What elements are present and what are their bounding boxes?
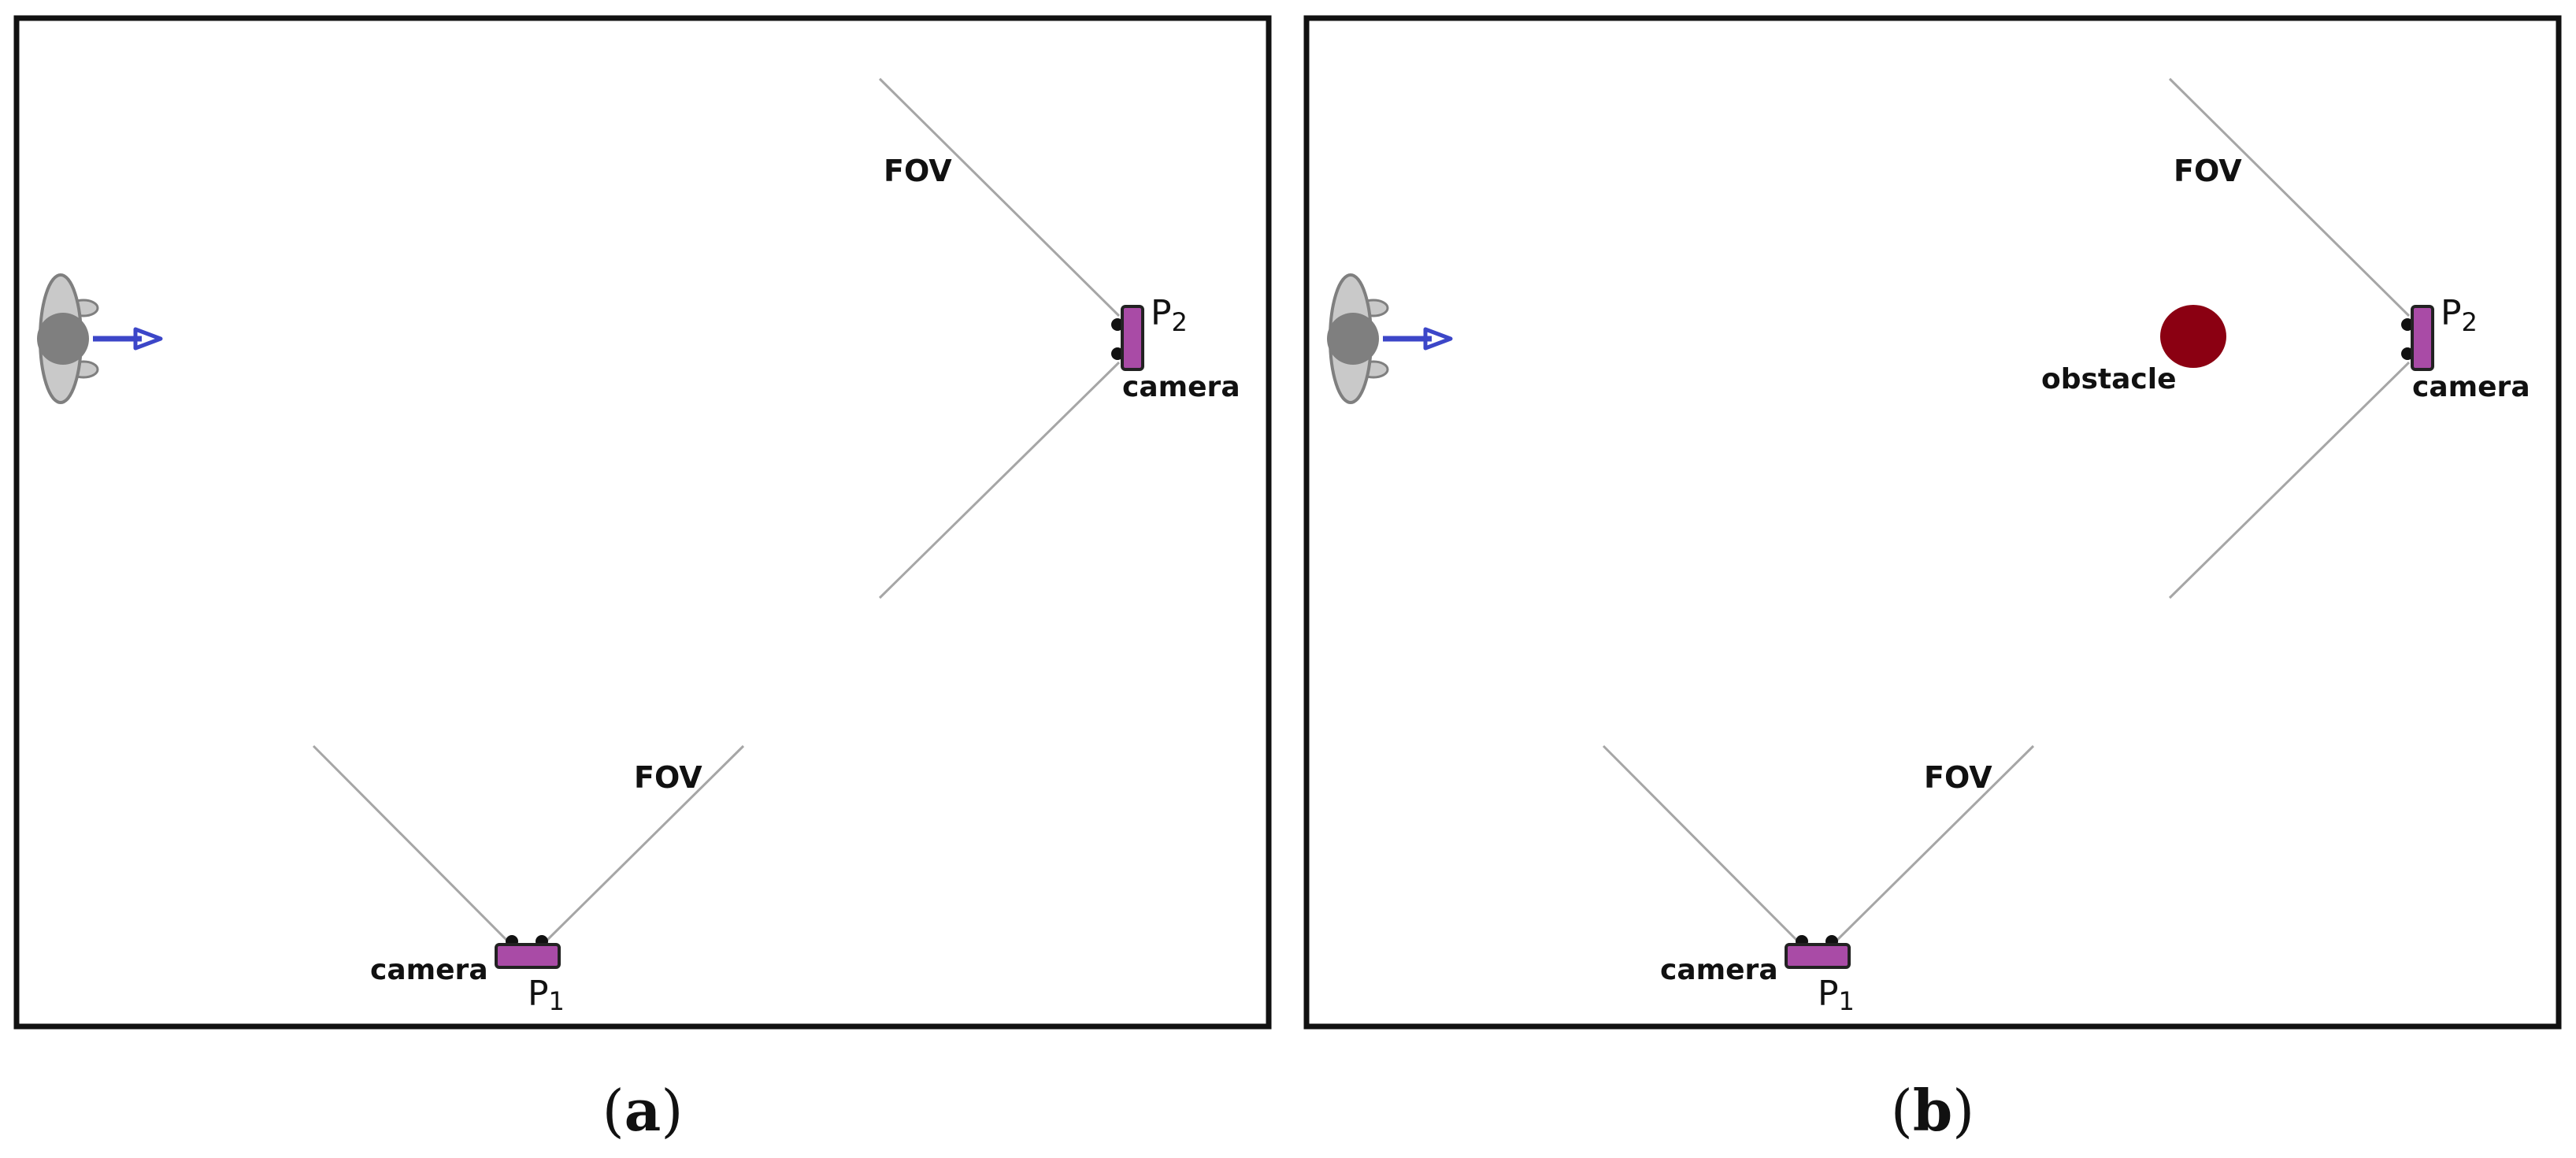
fov-line-lower [878,361,1121,599]
panel-frame [1303,15,2562,1030]
camera-bottom-label: camera [370,954,488,986]
p2-label: P2 [1151,293,1188,337]
fov-line-left [312,744,513,947]
panel-a: P2 camera FOV P1 camera FOV (a) [13,15,1272,1144]
fov-line-left [1602,744,1803,947]
p2-label: P2 [2441,293,2478,337]
fov-line-upper [2168,77,2411,317]
fov-line-right [540,744,745,947]
camera-right-label: camera [2412,371,2530,403]
fov-line-right [1830,744,2035,947]
caption-b: (b) [1891,1077,1975,1144]
arrow-right-icon [1383,327,1453,351]
camera-icon [1785,935,1851,969]
panel-b: obstacle P2 camera FOV P1 camera FOV (b) [1303,15,2562,1144]
p1-label: P1 [528,974,565,1016]
camera-icon [1111,305,1144,371]
p1-label: P1 [1818,974,1855,1016]
obstacle-label: obstacle [2041,363,2177,395]
fov-bottom-label: FOV [634,760,702,795]
person-top-view-icon [1327,273,1389,404]
fov-top-label: FOV [2174,154,2242,188]
camera-right-label: camera [1122,371,1240,403]
fov-line-upper [878,77,1121,317]
person-top-view-icon [37,273,99,404]
obstacle-circle-icon [2160,305,2226,368]
camera-icon [495,935,561,969]
caption-a: (a) [602,1077,684,1144]
camera-bottom-label: camera [1660,954,1778,986]
arrow-right-icon [93,327,163,351]
panel-frame [13,15,1272,1030]
fov-top-label: FOV [884,154,952,188]
camera-icon [2401,305,2434,371]
fov-line-lower [2168,361,2411,599]
fov-bottom-label: FOV [1924,760,1992,795]
